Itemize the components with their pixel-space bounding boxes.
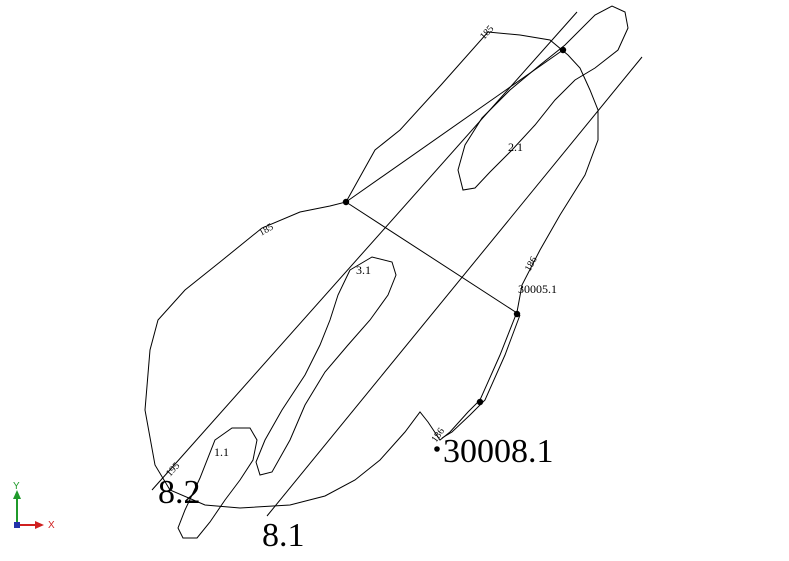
- island-1-1: [177, 427, 258, 539]
- contour-label-left: 185: [257, 222, 275, 239]
- vertex-point[interactable]: [342, 198, 350, 206]
- vertex-point[interactable]: [559, 46, 567, 54]
- boundary-offset: [441, 314, 521, 439]
- vertex-point[interactable]: [513, 310, 521, 318]
- vertex-point[interactable]: [476, 398, 484, 406]
- ucs-axis-icon: Y X: [13, 481, 55, 531]
- line-label-8-1: 8.1: [262, 517, 305, 554]
- contour-label-right: 186: [523, 255, 540, 273]
- line-8-1: [266, 56, 643, 517]
- station-label-30005: 30005.1: [518, 282, 557, 296]
- axis-x-label: X: [48, 520, 55, 531]
- contour-label-top: 185: [478, 23, 496, 42]
- island-label-3-1: 3.1: [356, 263, 371, 277]
- island-label-2-1: 2.1: [508, 140, 523, 154]
- line-8-2: [151, 11, 578, 491]
- island-2-1: [457, 5, 629, 191]
- island-label-1-1: 1.1: [214, 445, 229, 459]
- vertex-point[interactable]: [434, 446, 440, 452]
- axis-y-label: Y: [13, 481, 20, 492]
- station-label-30008: 30008.1: [443, 433, 554, 470]
- cross-line-middle: [345, 201, 518, 314]
- line-label-8-2: 8.2: [158, 474, 201, 511]
- island-3-1: [255, 256, 397, 476]
